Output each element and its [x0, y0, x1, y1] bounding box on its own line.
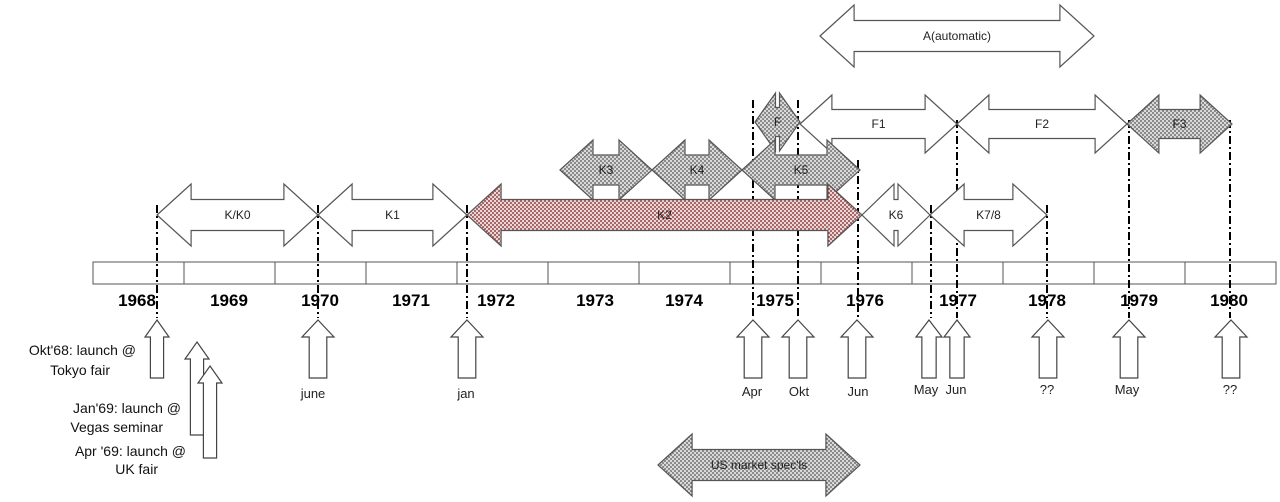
timeline-segment — [183, 261, 276, 285]
timeline-segment — [365, 261, 458, 285]
launch-note: Apr '69: launch @ — [75, 443, 186, 459]
marker-label: jan — [456, 386, 474, 401]
timeline-segment — [456, 261, 549, 285]
year-label: 1970 — [301, 291, 339, 310]
up-arrow — [300, 319, 336, 379]
model-label: US market spec'ls — [711, 458, 807, 472]
up-arrow — [143, 318, 171, 379]
model-label: K7/8 — [976, 208, 1001, 222]
up-arrow — [1030, 319, 1066, 379]
model-label: K2 — [657, 208, 672, 222]
model-label: A(automatic) — [923, 29, 991, 43]
up-arrow — [942, 319, 972, 379]
up-arrow — [196, 364, 224, 459]
marker-labels: june jan Apr Okt Jun May Jun?? May?? — [300, 382, 1238, 401]
timeline-segment — [274, 261, 367, 285]
year-label: 1969 — [210, 291, 248, 310]
launch-note: Vegas seminar — [70, 419, 163, 435]
year-label: 1972 — [477, 291, 515, 310]
marker-label: ?? — [1223, 382, 1237, 397]
year-label: 1980 — [1210, 291, 1248, 310]
marker-label: May — [1115, 382, 1140, 397]
marker-label: Apr — [742, 384, 763, 399]
timeline-segment — [820, 261, 913, 285]
model-label: K3 — [599, 163, 614, 177]
model-arrow-us-market-spec-ls — [657, 432, 861, 498]
timeline-bar — [92, 261, 1277, 285]
marker-label: Okt — [789, 384, 810, 399]
up-arrow — [735, 319, 771, 379]
marker-label: ?? — [1040, 382, 1054, 397]
timeline-segment — [638, 261, 731, 285]
model-label: F3 — [1172, 117, 1186, 131]
model-label: K5 — [794, 163, 809, 177]
model-arrow-k7-8 — [929, 182, 1048, 248]
model-label: F1 — [871, 117, 885, 131]
year-label: 1978 — [1028, 291, 1066, 310]
up-arrow — [914, 319, 944, 379]
year-label: 1974 — [665, 291, 703, 310]
year-label: 1971 — [392, 291, 430, 310]
launch-note: UK fair — [115, 461, 158, 477]
up-arrow — [1111, 319, 1147, 379]
timeline-segment — [92, 261, 185, 285]
timeline-segment — [729, 261, 822, 285]
up-arrow — [449, 319, 485, 379]
model-arrow-f3 — [1126, 93, 1233, 155]
timeline-segment — [1002, 261, 1095, 285]
model-label: K6 — [889, 208, 904, 222]
model-label: K1 — [385, 208, 400, 222]
model-label: K/K0 — [224, 208, 250, 222]
year-label: 1968 — [118, 291, 156, 310]
year-label: 1979 — [1120, 291, 1158, 310]
year-label: 1977 — [939, 291, 977, 310]
year-label: 1976 — [846, 291, 884, 310]
model-label: K4 — [690, 163, 705, 177]
marker-label: june — [300, 386, 326, 401]
timeline-segment — [1093, 261, 1186, 285]
marker-label: May — [914, 382, 939, 397]
up-arrow — [839, 319, 875, 379]
launch-up-arrows — [143, 318, 1249, 459]
year-label: 1973 — [576, 291, 614, 310]
model-arrow-k5 — [741, 138, 861, 202]
timeline-segment — [547, 261, 640, 285]
model-label: F — [774, 115, 781, 129]
year-labels: 1968 1969 1970 1971 1972 1973 1974 1975 1976 1977… — [118, 291, 1248, 310]
up-arrow — [1213, 319, 1249, 379]
model-label: F2 — [1035, 117, 1049, 131]
launch-note: Jan'69: launch @ — [73, 400, 181, 416]
up-arrow — [780, 319, 816, 379]
launch-note: Tokyo fair — [50, 362, 110, 378]
model-arrow-a-automatic — [819, 3, 1095, 69]
marker-label: Jun — [848, 384, 869, 399]
year-label: 1975 — [756, 291, 794, 310]
launch-note: Okt'68: launch @ — [29, 342, 136, 358]
marker-label: Jun — [946, 382, 967, 397]
